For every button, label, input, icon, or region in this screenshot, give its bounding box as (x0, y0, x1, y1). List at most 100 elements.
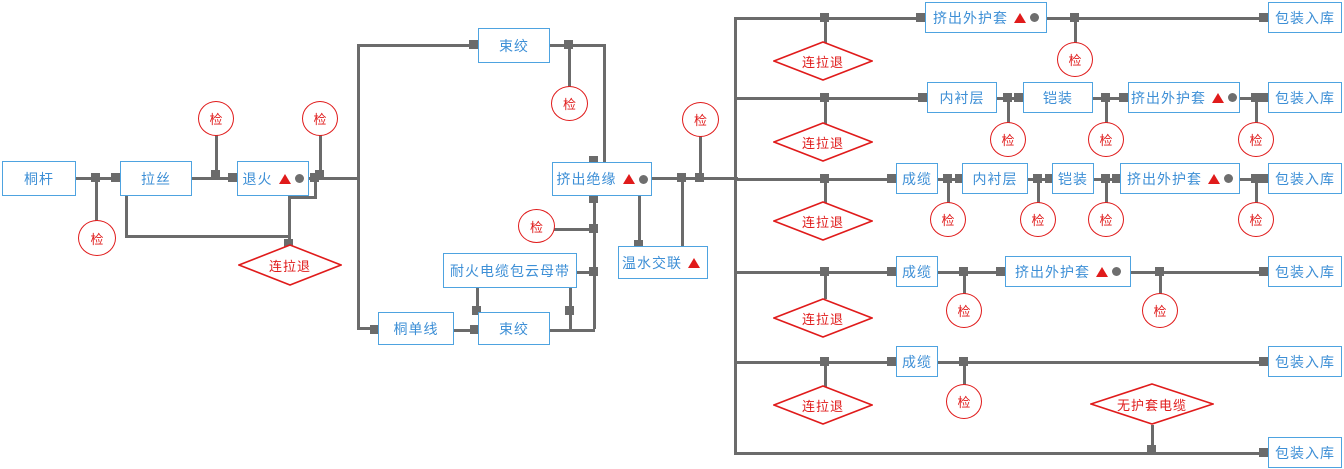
process-box-label: 挤出外护套 (933, 10, 1008, 27)
connector-split-up (357, 44, 360, 179)
process-box-r3-cabling[interactable]: 成缆 (896, 163, 938, 194)
inspection-circle-icon-insp-insulation[interactable]: 检 (518, 209, 555, 243)
connector-arrow-icon (589, 194, 598, 203)
connector-arrow-icon (820, 357, 829, 366)
process-box-label: 成缆 (902, 171, 932, 188)
process-box-r4-cabling[interactable]: 成缆 (896, 256, 938, 287)
process-box-r2-pack[interactable]: 包装入库 (1268, 82, 1342, 113)
process-box-fire-mica-tape[interactable]: 耐火电缆包云母带 (443, 253, 577, 288)
inspection-circle-icon-insp-r3-lining[interactable]: 检 (1020, 202, 1056, 237)
connector-arrow-icon (1119, 93, 1128, 102)
inspection-circle-icon-insp-trunk[interactable]: 检 (682, 102, 719, 137)
decision-diamond-icon-dia-r3[interactable]: 连拉退 (773, 201, 873, 241)
inspection-label: 检 (562, 98, 576, 113)
process-box-extruded-insulation[interactable]: 挤出绝缘 (552, 162, 652, 196)
decision-diamond-icon-dia-left[interactable]: 连拉退 (238, 244, 342, 286)
inspection-label: 检 (1249, 134, 1263, 149)
inspection-circle-icon-insp-bunching-top[interactable]: 检 (551, 86, 588, 121)
connector-anneal-to-split (309, 177, 359, 180)
connector-arrow-icon (589, 156, 598, 165)
connector-arrow-icon (1259, 448, 1268, 457)
inspection-circle-icon-insp-r1[interactable]: 检 (1057, 42, 1093, 77)
connector-bunching-top-inspection (568, 44, 571, 90)
inspection-circle-icon-insp-r3-cabling[interactable]: 检 (930, 202, 966, 237)
connector-arrow-icon (1112, 174, 1121, 183)
connector-row2-armor-sheath (1093, 97, 1130, 100)
inspection-circle-icon-insp-r4-cabling[interactable]: 检 (946, 293, 982, 328)
process-box-r5-cabling[interactable]: 成缆 (896, 346, 938, 377)
inspection-circle-icon-insp-r5-cabling[interactable]: 检 (946, 384, 982, 419)
process-box-r2-sheath[interactable]: 挤出外护套 (1128, 82, 1240, 113)
connector-anneal-inspection (319, 134, 322, 178)
process-box-r4-pack[interactable]: 包装入库 (1268, 256, 1342, 287)
decision-diamond-icon-dia-r4[interactable]: 连拉退 (773, 298, 873, 338)
connector-single-to-bunching (454, 329, 480, 332)
red-triangle-icon (278, 173, 291, 184)
inspection-circle-icon-insp-r2-lining[interactable]: 检 (990, 122, 1026, 157)
inspection-circle-icon-insp-r2-armor[interactable]: 检 (1088, 122, 1124, 157)
connector-crosslink-right-down (681, 177, 684, 247)
connector-row2-insp3 (1255, 97, 1258, 125)
connector-arrow-icon (1033, 174, 1042, 183)
process-box-label: 挤出外护套 (1127, 171, 1202, 188)
connector-arrow-icon (1259, 13, 1268, 22)
process-box-r6-pack[interactable]: 包装入库 (1268, 437, 1342, 468)
red-triangle-icon (1212, 92, 1224, 103)
process-box-r1-sheath[interactable]: 挤出外护套 (925, 2, 1047, 33)
process-box-copper-rod[interactable]: 桐杆 (2, 161, 76, 196)
process-box-warm-water-crosslink[interactable]: 温水交联 (618, 246, 708, 279)
process-box-r5-pack[interactable]: 包装入库 (1268, 346, 1342, 377)
connector-row3-insp3 (1105, 178, 1108, 205)
process-box-drawing[interactable]: 拉丝 (120, 161, 192, 196)
connector-arrow-icon (589, 224, 598, 233)
connector-row2-in (734, 97, 929, 100)
decision-diamond-icon-dia-r1[interactable]: 连拉退 (773, 41, 873, 81)
connector-to-copper-single (357, 327, 380, 330)
decision-diamond-icon-dia-r2[interactable]: 连拉退 (773, 122, 873, 162)
process-box-label: 包装入库 (1275, 171, 1335, 188)
process-box-r3-armor[interactable]: 铠装 (1052, 163, 1094, 194)
inspection-circle-icon-insp-annealing[interactable]: 检 (302, 101, 338, 136)
connector-row3-insp2 (1037, 178, 1040, 205)
connector-row1-decision (824, 17, 827, 43)
connector-mica-down-left (476, 288, 479, 314)
connector-arrow-icon (887, 174, 896, 183)
inspection-circle-icon-insp-copper-rod[interactable]: 检 (78, 220, 116, 256)
process-box-r3-pack[interactable]: 包装入库 (1268, 163, 1342, 194)
connector-row3-in (734, 178, 898, 181)
inspection-circle-icon-insp-r4-sheath[interactable]: 检 (1142, 293, 1178, 328)
red-triangle-icon (688, 257, 700, 268)
process-box-r1-pack[interactable]: 包装入库 (1268, 2, 1342, 33)
process-box-bunching-top[interactable]: 束绞 (478, 28, 550, 63)
gray-dot-icon (294, 174, 304, 183)
inspection-circle-icon-insp-r3-sheath[interactable]: 检 (1238, 202, 1274, 237)
process-box-bunching-bottom[interactable]: 束绞 (478, 312, 550, 345)
process-box-annealing[interactable]: 退火 (237, 161, 309, 196)
process-box-r3-sheath[interactable]: 挤出外护套 (1120, 163, 1240, 194)
connector-row3-insp4 (1255, 178, 1258, 205)
connector-arrow-icon (1259, 267, 1268, 276)
process-box-copper-single-wire[interactable]: 桐单线 (378, 312, 454, 345)
inspection-label: 检 (693, 114, 707, 129)
connector-arrow-icon (1045, 174, 1054, 183)
process-box-r2-lining[interactable]: 内衬层 (927, 82, 997, 113)
inspection-label: 检 (1068, 54, 1082, 69)
process-box-r3-lining[interactable]: 内衬层 (962, 163, 1028, 194)
connector-arrow-icon (1259, 174, 1268, 183)
connector-arrow-icon (996, 267, 1005, 276)
process-box-r4-sheath[interactable]: 挤出外护套 (1005, 256, 1131, 287)
decision-diamond-icon-dia-nosheath[interactable]: 无护套电缆 (1090, 383, 1214, 425)
marker-group (622, 174, 648, 184)
process-box-r2-armor[interactable]: 铠装 (1023, 82, 1093, 113)
inspection-circle-icon-insp-drawing[interactable]: 检 (198, 101, 234, 136)
inspection-label: 检 (313, 113, 327, 128)
decision-label: 连拉退 (801, 399, 844, 415)
connector-to-bunching-top (357, 44, 480, 47)
connector-arrow-icon (955, 174, 964, 183)
decision-diamond-icon-dia-r5[interactable]: 连拉退 (773, 385, 873, 425)
connector-arrow-icon (820, 267, 829, 276)
inspection-circle-icon-insp-r2-sheath[interactable]: 检 (1238, 122, 1274, 157)
inspection-circle-icon-insp-r3-armor[interactable]: 检 (1088, 202, 1124, 237)
process-box-label: 退火 (242, 171, 273, 188)
